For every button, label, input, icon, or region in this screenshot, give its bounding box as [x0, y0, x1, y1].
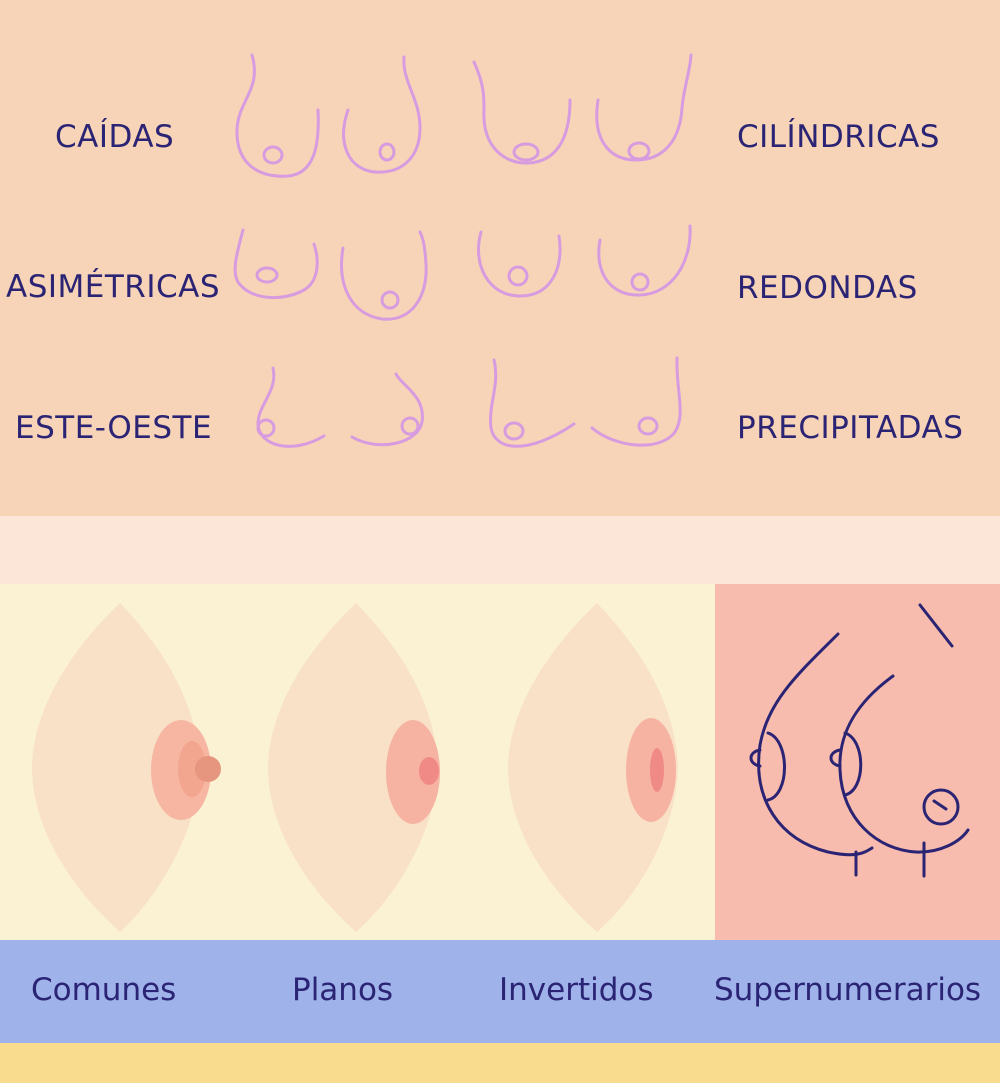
nipple-labels-band	[0, 940, 1000, 1043]
supernumerarios-right-nipple	[829, 748, 842, 768]
precipitadas-left-nipple	[503, 421, 525, 441]
shape-outlines	[233, 53, 693, 448]
invertidos-illustration	[508, 603, 678, 932]
label-este-oeste: ESTE-OESTE	[15, 410, 213, 446]
planos-areola	[386, 720, 440, 824]
supernumerarios-extra-nipple	[922, 788, 960, 826]
caidas-right-breast	[342, 55, 422, 174]
este-oeste-right-breast	[350, 372, 424, 447]
redondas-left-breast	[477, 230, 562, 298]
asimetricas-right-breast	[340, 230, 428, 321]
redondas-right-nipple	[630, 272, 650, 292]
supernumerarios-illustration	[749, 603, 970, 878]
breast-shapes-panel	[0, 0, 1000, 516]
redondas-left-nipple	[507, 265, 529, 287]
label-cilindricas: CILÍNDRICAS	[737, 119, 940, 155]
caidas-right-nipple	[378, 142, 396, 162]
supernumerary-panel	[715, 584, 1000, 940]
asimetricas-left-breast	[233, 228, 319, 300]
este-oeste-right-nipple	[400, 416, 420, 436]
divider-strip	[0, 516, 1000, 584]
planos-breast	[268, 603, 438, 932]
planos-nipple	[419, 757, 439, 785]
comunes-illustration	[32, 603, 221, 932]
label-supernumerarios: Supernumerarios	[714, 972, 982, 1008]
precipitadas-left-breast	[489, 358, 576, 448]
cilindricas-right-breast	[595, 53, 693, 162]
label-precipitadas: PRECIPITADAS	[737, 410, 964, 446]
este-oeste-left-nipple	[256, 418, 276, 438]
comunes-areola-inner	[178, 741, 206, 797]
label-caidas: CAÍDAS	[55, 119, 175, 155]
cilindricas-left-breast	[472, 60, 572, 165]
caidas-left-breast	[235, 53, 320, 178]
supernumerarios-right-areola	[843, 731, 863, 797]
bottom-band	[0, 1043, 1000, 1083]
caidas-left-nipple	[262, 145, 284, 165]
invertidos-nipple	[650, 748, 664, 792]
supernumerarios-left-breast	[757, 632, 874, 857]
planos-illustration	[268, 603, 440, 932]
cilindricas-left-nipple	[512, 142, 540, 162]
comunes-nipple	[195, 756, 221, 782]
precipitadas-right-nipple	[637, 416, 659, 436]
label-comunes: Comunes	[31, 972, 177, 1008]
precipitadas-right-breast	[590, 356, 682, 447]
supernumerarios-arm-line	[918, 603, 954, 648]
cilindricas-right-nipple	[627, 141, 651, 161]
supernumerarios-right-breast	[838, 674, 970, 854]
label-asimetricas: ASIMÉTRICAS	[6, 269, 221, 305]
comunes-breast	[32, 603, 200, 932]
asimetricas-right-nipple	[380, 290, 400, 310]
label-redondas: REDONDAS	[737, 270, 918, 306]
asimetricas-left-nipple	[255, 266, 279, 284]
invertidos-breast	[508, 603, 678, 932]
redondas-right-breast	[597, 224, 692, 297]
supernumerarios-extra-nipple-mark	[932, 799, 948, 811]
label-planos: Planos	[292, 972, 394, 1008]
label-invertidos: Invertidos	[499, 972, 654, 1008]
supernumerarios-left-areola	[766, 731, 786, 802]
supernumerarios-left-nipple	[749, 748, 762, 768]
